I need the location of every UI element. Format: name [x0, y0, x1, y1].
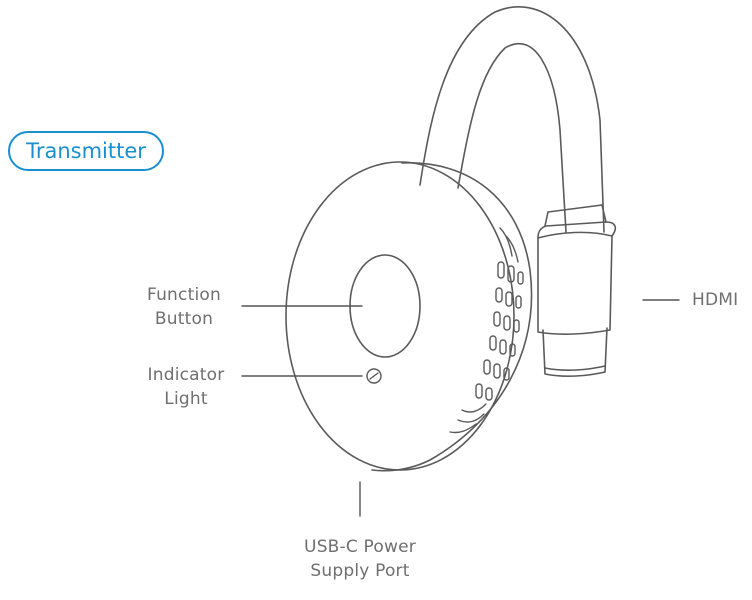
function-button-label-line1: Function [147, 285, 221, 305]
hdmi-label: HDMI [692, 290, 739, 310]
vent-pattern [449, 227, 524, 434]
hdmi-connector [537, 221, 617, 377]
indicator-light-label: Indicator Light [138, 363, 234, 411]
indicator-light-label-line1: Indicator [147, 365, 225, 385]
usb-c-label-line1: USB-C Power [304, 537, 416, 557]
hdmi-cable [419, 6, 607, 233]
usb-c-label-line2: Supply Port [310, 561, 410, 581]
function-button-label: Function Button [138, 283, 230, 331]
indicator-light-label-line2: Light [164, 389, 208, 409]
dongle-rim [371, 162, 533, 472]
indicator-light-icon [366, 368, 382, 384]
usb-c-label: USB-C Power Supply Port [288, 535, 432, 583]
function-button-label-line2: Button [154, 309, 214, 329]
dongle-face [285, 161, 515, 471]
transmitter-badge: Transmitter [8, 131, 164, 171]
